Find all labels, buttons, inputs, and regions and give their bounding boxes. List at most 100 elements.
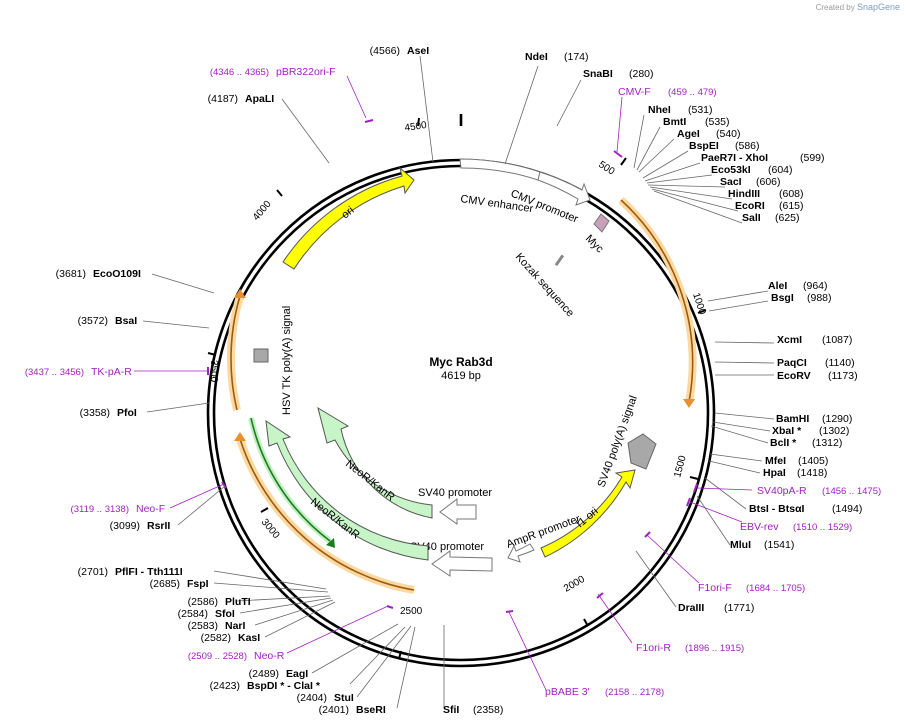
tick-4000 [276, 189, 283, 197]
enzyme-pos-rsrii: (3099) [110, 520, 140, 532]
enzyme-pos-bspdi: (2423) [210, 680, 240, 692]
primer-range-sv40par: (1456 .. 1475) [822, 486, 881, 497]
primer-labels: (4346 .. 4365) pBR322ori-F CMV-F (459 ..… [25, 66, 881, 698]
primer-range-pbabe: (2158 .. 2178) [605, 687, 664, 698]
tick-2000 [583, 618, 589, 627]
enzyme-name-alei: AleI [768, 280, 787, 292]
enzyme-pos-ndei: (174) [564, 51, 589, 63]
orf-arc-2 [239, 438, 415, 591]
enzyme-name-hindiii: HindIII [728, 188, 760, 200]
primer-name-sv40par: SV40pA-R [757, 485, 807, 497]
enzyme-name-bsai: BsaI [115, 315, 137, 327]
enzyme-pos-draiii: (1771) [724, 602, 754, 614]
neor-kanr-2-feature [265, 419, 429, 561]
enzyme-pos-ecori: (615) [779, 200, 804, 212]
enzyme-pos-asei: (4566) [370, 45, 400, 57]
primer-mark-ebv [686, 497, 691, 507]
primer-mark-f1orir [596, 592, 604, 599]
primer-range-cmvf: (459 .. 479) [668, 87, 717, 98]
enzyme-name-ecorv: EcoRV [777, 370, 811, 382]
sv40-promoter-2-feature [431, 550, 493, 577]
credit-brand: SnapGene [856, 2, 900, 12]
primer-mark-f1orif [644, 531, 651, 538]
enzyme-name-ndei: NdeI [525, 51, 548, 63]
primer-name-tkpar: TK-pA-R [91, 366, 132, 378]
enzyme-name-bmti: BmtI [663, 116, 686, 128]
enzyme-pos-paqci: (1140) [825, 357, 855, 369]
primer-mark-neof [221, 481, 227, 489]
enzyme-pos-sfoi: (2584) [178, 608, 208, 620]
enzyme-name-kasi: KasI [238, 632, 260, 644]
neor-kanr-1-label: NeoR/KanR [343, 458, 397, 504]
tick-label-2000: 2000 [562, 574, 587, 595]
enzyme-pos-ecorv: (1173) [828, 370, 858, 382]
primer-range-tkpar: (3437 .. 3456) [25, 367, 84, 378]
primer-name-f1orif: F1ori-F [698, 582, 732, 594]
tick-label-500: 500 [596, 159, 616, 178]
enzyme-name-mfei: MfeI [765, 455, 786, 467]
primer-name-neof: Neo-F [136, 503, 165, 515]
enzyme-pos-mlui: (1541) [764, 539, 794, 551]
enzyme-name-apali: ApaLI [245, 93, 274, 105]
primer-range-neor: (2509 .. 2528) [188, 651, 247, 662]
sv40-polya-feature [627, 433, 657, 470]
tick-label-2500: 2500 [400, 606, 423, 617]
tick-2500 [398, 650, 402, 660]
orf-arc [620, 199, 694, 403]
primer-name-pbr322orif: pBR322ori-F [276, 66, 336, 78]
tick-label-3000: 3000 [259, 517, 282, 541]
enzyme-pos-bamhi: (1290) [822, 413, 852, 425]
enzyme-pos-saci: (606) [756, 176, 781, 188]
enzyme-name-paqci: PaqCI [777, 357, 807, 369]
orf-arc-3-arrowhead [234, 289, 246, 298]
enzyme-leaders [142, 55, 775, 709]
primer-mark-cmvf [613, 150, 623, 158]
cmv-enhancer-feature [459, 158, 541, 181]
enzyme-name-sfoi: SfoI [215, 608, 235, 620]
enzyme-name-nhei: NheI [648, 104, 671, 116]
enzyme-pos-bcli: (1312) [812, 437, 842, 449]
enzyme-pos-kasi: (2582) [201, 632, 231, 644]
enzyme-pos-bsai: (3572) [78, 315, 108, 327]
enzyme-pos-bsgi: (988) [807, 292, 832, 304]
enzyme-name-bamhi: BamHI [776, 413, 809, 425]
enzyme-pos-xcmi: (1087) [822, 334, 852, 346]
primer-range-f1orif: (1684 .. 1705) [746, 583, 805, 594]
enzyme-pos-apali: (4187) [208, 93, 238, 105]
enzyme-name-stui: StuI [334, 692, 354, 704]
enzyme-pos-stui: (2404) [297, 692, 327, 704]
tick-label-3500: 3500 [208, 360, 219, 383]
tick-1500 [689, 476, 699, 480]
enzyme-name-nari: NarI [225, 620, 246, 632]
primer-name-pbabe: pBABE 3' [545, 686, 590, 698]
enzyme-name-bspei: BspEI [689, 140, 719, 152]
kozak-feature [554, 254, 565, 267]
enzyme-name-bcli: BclI * [770, 437, 797, 449]
neo-orf [250, 417, 331, 542]
enzyme-name-pflfi: PflFI - Tth111I [115, 566, 183, 578]
orf-arc-3 [230, 295, 241, 411]
f1-ori-feature [540, 469, 636, 558]
enzyme-name-hpai: HpaI [763, 467, 786, 479]
primer-mark-pbabe [505, 610, 514, 613]
tick-label-4000: 4000 [251, 198, 274, 222]
myc-label: Myc [583, 233, 606, 256]
orf-arrowhead [683, 399, 695, 408]
enzyme-name-agei: AgeI [677, 128, 700, 140]
ori-label: ori [339, 204, 356, 221]
enzyme-name-rsrii: RsrII [147, 520, 170, 532]
orf-arc-2-arrowhead [234, 432, 246, 441]
enzyme-name-btsi: BtsI - BtsαI [749, 503, 805, 515]
enzyme-pos-eco53ki: (604) [768, 164, 793, 176]
enzyme-name-xcmi: XcmI [777, 334, 802, 346]
sv40-promoter-2-label: SV40 promoter [410, 541, 484, 553]
enzyme-pos-nhei: (531) [688, 104, 713, 116]
enzyme-name-bspdi: BspDI * - ClaI * [247, 680, 321, 692]
primer-range-ebvrev: (1510 .. 1529) [793, 522, 852, 533]
enzyme-pos-bspei: (586) [735, 140, 760, 152]
orf-arc-halo [618, 197, 697, 403]
enzyme-pos-snabi: (280) [629, 68, 654, 80]
enzyme-pos-eagi: (2489) [249, 668, 279, 680]
enzyme-pos-fspi: (2685) [150, 578, 180, 590]
